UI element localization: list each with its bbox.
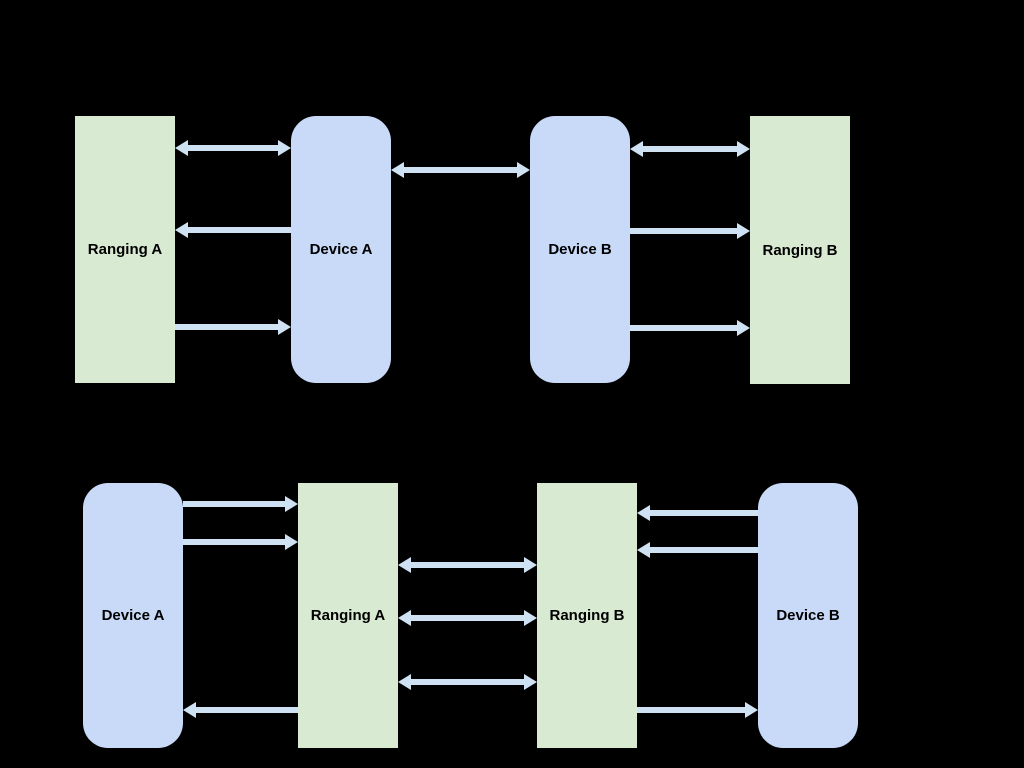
arrowhead-right-icon — [737, 141, 750, 157]
arrowhead-right-icon — [517, 162, 530, 178]
top-device-b-label: Device B — [548, 241, 612, 258]
bottom-ranging-b-label: Ranging B — [549, 607, 625, 624]
arrowhead-right-icon — [278, 319, 291, 335]
arrow-top-deviceB-to-rangingB-1 — [630, 223, 750, 239]
bottom-device-b-box: Device B — [758, 483, 858, 748]
arrowhead-left-icon — [398, 674, 411, 690]
top-ranging-a-box: Ranging A — [75, 116, 175, 383]
arrowhead-left-icon — [398, 610, 411, 626]
arrow-top-deviceA-deviceB-bidirectional — [391, 162, 530, 178]
bottom-device-a-label: Device A — [101, 607, 165, 624]
arrow-bottom-rangingA-rangingB-bidirectional-3 — [398, 674, 537, 690]
arrow-bottom-rangingA-rangingB-bidirectional-1 — [398, 557, 537, 573]
arrowhead-right-icon — [285, 496, 298, 512]
arrow-top-deviceB-rangingB-bidirectional — [630, 141, 750, 157]
arrow-bottom-deviceA-to-rangingA-1 — [183, 496, 298, 512]
arrowhead-left-icon — [398, 557, 411, 573]
arrow-top-rangingA-to-deviceA — [175, 319, 291, 335]
arrow-bottom-deviceA-to-rangingA-2 — [183, 534, 298, 550]
arrowhead-left-icon — [637, 542, 650, 558]
arrowhead-right-icon — [737, 223, 750, 239]
top-ranging-b-label: Ranging B — [762, 241, 838, 259]
arrowhead-right-icon — [524, 610, 537, 626]
bottom-ranging-b-box: Ranging B — [537, 483, 637, 748]
arrow-bottom-rangingB-to-deviceB — [637, 702, 758, 718]
top-device-a-label: Device A — [309, 241, 373, 258]
arrow-bottom-deviceB-to-rangingB-2 — [637, 542, 758, 558]
arrowhead-left-icon — [175, 140, 188, 156]
arrow-bottom-deviceB-to-rangingB-1 — [637, 505, 758, 521]
top-ranging-b-box: Ranging B — [750, 116, 850, 384]
arrow-bottom-rangingA-to-deviceA — [183, 702, 298, 718]
arrow-top-rangingA-deviceA-bidirectional — [175, 140, 291, 156]
bottom-device-a-box: Device A — [83, 483, 183, 748]
arrowhead-right-icon — [285, 534, 298, 550]
top-ranging-a-label: Ranging A — [87, 241, 163, 258]
arrowhead-right-icon — [524, 674, 537, 690]
arrowhead-left-icon — [391, 162, 404, 178]
top-device-a-box: Device A — [291, 116, 391, 383]
arrow-top-deviceB-to-rangingB-2 — [630, 320, 750, 336]
arrow-top-deviceA-to-rangingA — [175, 222, 291, 238]
bottom-ranging-a-label: Ranging A — [310, 607, 386, 624]
bottom-device-b-label: Device B — [776, 607, 840, 624]
arrowhead-right-icon — [524, 557, 537, 573]
top-device-b-box: Device B — [530, 116, 630, 383]
arrowhead-left-icon — [183, 702, 196, 718]
arrowhead-left-icon — [175, 222, 188, 238]
arrowhead-left-icon — [630, 141, 643, 157]
arrow-bottom-rangingA-rangingB-bidirectional-2 — [398, 610, 537, 626]
arrowhead-right-icon — [745, 702, 758, 718]
bottom-ranging-a-box: Ranging A — [298, 483, 398, 748]
arrowhead-right-icon — [737, 320, 750, 336]
arrowhead-right-icon — [278, 140, 291, 156]
arrowhead-left-icon — [637, 505, 650, 521]
